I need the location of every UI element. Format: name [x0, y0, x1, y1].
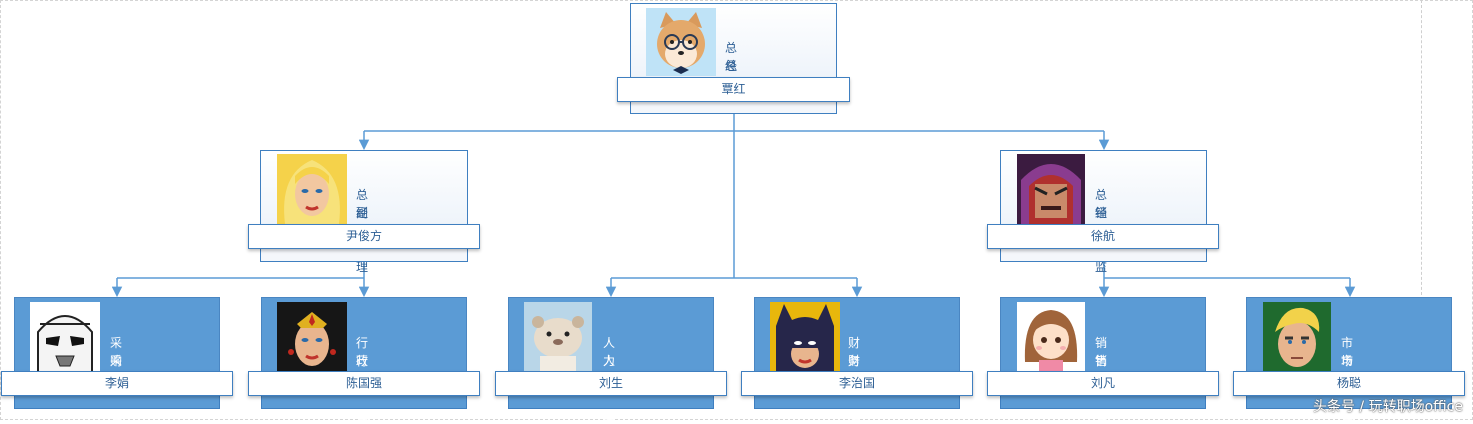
- node-name-ribbon: 陈国强: [248, 371, 480, 396]
- node-name: 刘凡: [1090, 376, 1115, 390]
- node-name-ribbon: 李治国: [741, 371, 973, 396]
- node-name-ribbon: 刘生: [495, 371, 727, 396]
- ribbon-back: [14, 394, 220, 409]
- ribbon-back: [260, 248, 468, 262]
- node-name: 徐航: [1090, 229, 1115, 243]
- node-dept: 总经办: [356, 188, 369, 238]
- cartoon-girl-icon: [1017, 302, 1085, 372]
- stormtrooper-icon: [30, 302, 100, 372]
- helmeted-villain-icon: [1017, 154, 1085, 224]
- node-name: 覃红: [721, 82, 746, 96]
- shiba-dog-with-glasses-icon: [646, 8, 716, 76]
- node-name: 李娟: [104, 376, 129, 390]
- blonde-woman-icon: [277, 154, 347, 224]
- page-break-guide: [1421, 0, 1422, 300]
- node-name-ribbon: 杨聪: [1233, 371, 1465, 396]
- node-name: 刘生: [598, 376, 623, 390]
- watermark-text: 头条号 / 玩转职场office: [1312, 399, 1463, 415]
- ribbon-back: [1000, 394, 1206, 409]
- node-name: 尹俊方: [345, 229, 382, 243]
- node-name-ribbon: 刘凡: [987, 371, 1219, 396]
- ribbon-back: [1000, 248, 1207, 262]
- ribbon-back: [261, 394, 467, 409]
- tiara-heroine-icon: [277, 302, 347, 372]
- node-name: 陈国强: [345, 376, 382, 390]
- node-name: 李治国: [838, 376, 875, 390]
- otter-icon: [524, 302, 592, 372]
- blond-hero-icon: [1263, 302, 1331, 372]
- masked-heroine-icon: [770, 302, 840, 372]
- node-name-ribbon: 尹俊方: [248, 224, 480, 249]
- node-name-ribbon: 李娟: [1, 371, 233, 396]
- ribbon-back: [754, 394, 960, 409]
- ribbon-back: [1246, 394, 1452, 409]
- ribbon-back: [630, 100, 837, 114]
- node-name-ribbon: 徐航: [987, 224, 1219, 249]
- node-name-ribbon: 覃红: [617, 77, 850, 102]
- ribbon-back: [508, 394, 714, 409]
- node-name: 杨聪: [1336, 376, 1361, 390]
